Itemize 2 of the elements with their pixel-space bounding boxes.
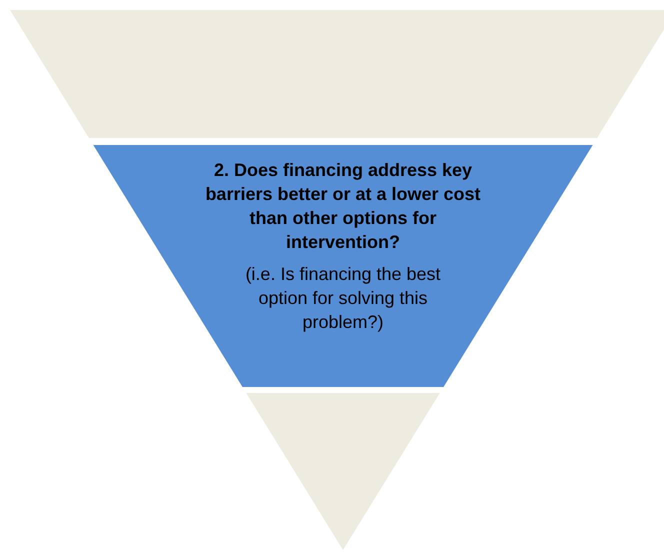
question-text: 2. Does financing address key barriers better or at a lower cost than other options for intervention? xyxy=(204,159,482,254)
note-text: (i.e. Is financing the best option for solving this problem?) xyxy=(244,263,442,334)
